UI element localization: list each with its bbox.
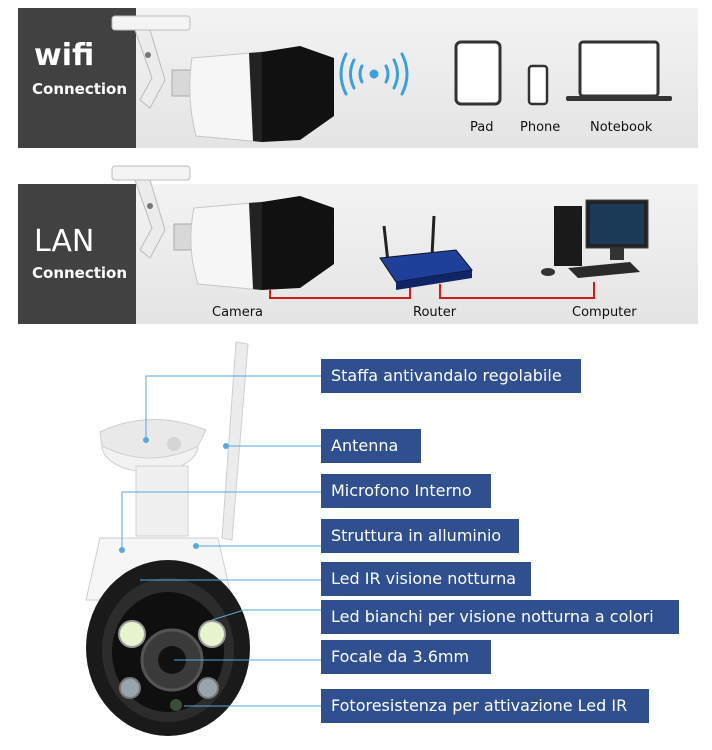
device-label-pad: Pad [470,120,494,135]
device-label-camera: Camera [212,305,264,320]
lan-label-box: LAN Connection [18,184,136,324]
device-label-computer: Computer [572,305,637,320]
computer-icon [541,199,649,278]
callout-fotoresistenza: Fotoresistenza per attivazione Led IR [321,689,649,723]
phone-icon [527,64,549,106]
security-camera-illustration [85,341,250,736]
callout-struttura: Struttura in alluminio [321,519,519,553]
callout-antenna: Antenna [321,429,421,463]
lan-title: LAN [34,224,95,259]
wifi-subtitle: Connection [32,80,128,98]
wifi-signal-icon [339,52,409,96]
callout-microfono: Microfono Interno [321,474,491,508]
lan-cable [269,282,595,299]
device-label-phone: Phone [520,120,561,135]
wifi-camera-icon [111,15,334,143]
wifi-title: wifi [34,38,95,73]
pad-icon [454,40,502,106]
wifi-label-box: wifi Connection [18,8,136,148]
lan-connection-panel: LAN Connection [18,184,698,324]
device-label-notebook: Notebook [590,120,653,135]
callout-leader-dots [119,437,229,553]
router-icon [379,215,473,290]
lan-camera-icon [111,165,334,291]
callout-led-bianchi: Led bianchi per visione notturna a color… [321,600,679,634]
callout-led-ir: Led IR visione notturna [321,562,531,596]
device-label-router: Router [413,305,457,320]
callout-focale: Focale da 3.6mm [321,640,491,674]
notebook-icon [566,40,672,101]
lan-subtitle: Connection [32,264,128,282]
callout-staffa: Staffa antivandalo regolabile [321,359,581,393]
callout-leader-lines [121,375,321,707]
